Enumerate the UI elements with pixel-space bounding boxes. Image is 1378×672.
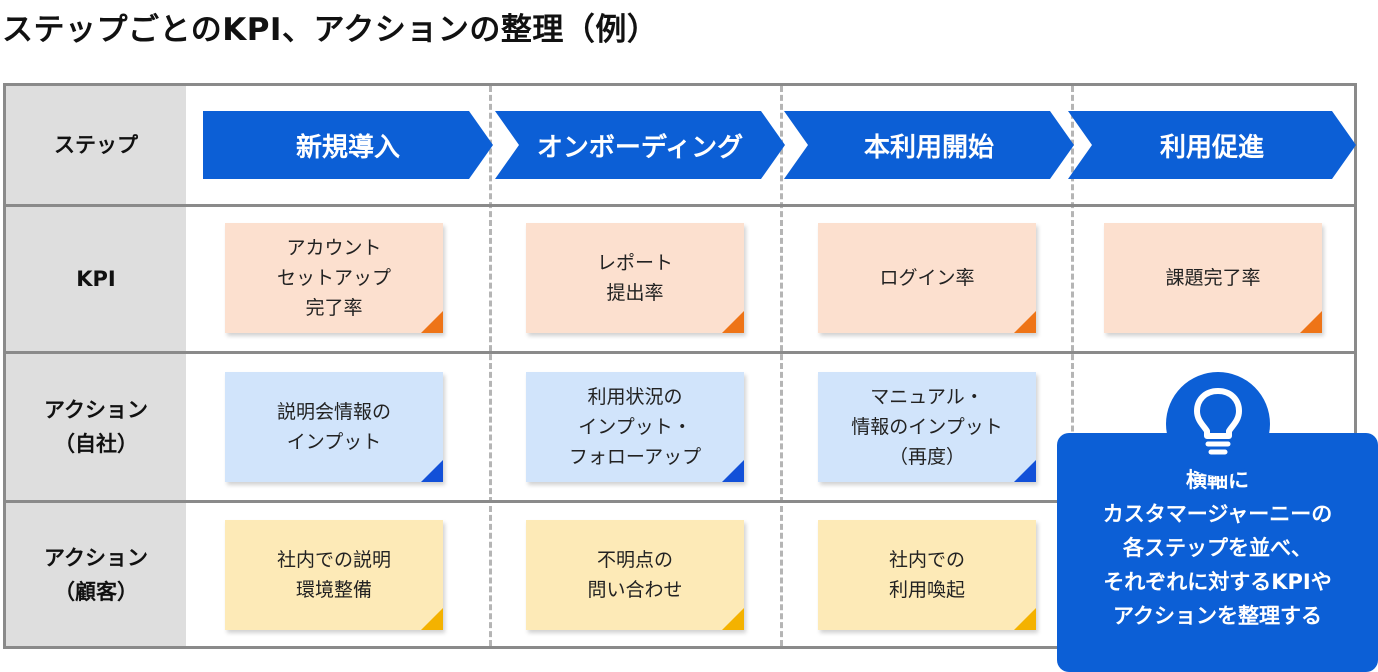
column-divider [489,86,492,646]
note-line: 環境整備 [295,579,372,601]
note-fold-corner [1014,608,1036,630]
own-action-note: 利用状況の インプット・ フォローアップ [526,372,744,482]
note-line: ログイン率 [879,267,975,289]
note-fold-corner [1014,460,1036,482]
own-action-note: マニュアル・ 情報のインプット （再度） [818,372,1036,482]
row-label-line: ステップ [54,133,138,157]
row-label-customer-action: アクション （顧客） [6,503,186,646]
row-label-line: （顧客） [54,579,138,604]
note-line: マニュアル・ [870,386,984,408]
row-label-column [6,86,186,646]
note-line: 完了率 [305,297,363,319]
note-fold-corner [1300,311,1322,333]
note-line: 問い合わせ [587,579,683,601]
customer-action-note: 社内での説明 環境整備 [225,520,443,630]
row-label-step: ステップ [6,86,186,204]
row-label-kpi: KPI [6,207,186,351]
note-line: 課題完了率 [1165,267,1261,289]
note-fold-corner [722,460,744,482]
note-line: 社内での説明 [276,549,391,571]
lightbulb-icon [1194,388,1242,455]
row-divider [6,351,1354,354]
row-label-own-action: アクション （自社） [6,354,186,500]
note-line: フォローアップ [568,446,702,468]
note-line: 情報のインプット [851,416,1003,438]
note-line: インプット・ [578,416,692,438]
note-line: 説明会情報の [276,401,391,423]
note-fold-corner [421,311,443,333]
note-line: 提出率 [606,282,664,304]
note-fold-corner [421,460,443,482]
row-label-line: KPI [76,267,116,291]
callout-line: アクションを整理する [1113,604,1322,628]
page-title: ステップごとのKPI、アクションの整理（例） [2,12,659,48]
note-fold-corner [722,608,744,630]
column-divider [780,86,783,646]
callout-line: カスタマージャーニーの [1102,502,1333,526]
customer-action-note: 不明点の 問い合わせ [526,520,744,630]
step-arrow-full-use: 本利用開始 [784,111,1074,179]
note-line: （再度） [888,446,965,468]
step-arrow-promotion: 利用促進 [1068,111,1356,179]
lightbulb-badge [1166,372,1270,476]
kpi-note: 課題完了率 [1104,223,1322,333]
callout-line: それぞれに対するKPIや [1103,570,1332,594]
row-divider [6,500,1354,503]
kpi-note: ログイン率 [818,223,1036,333]
note-fold-corner [421,608,443,630]
callout-line: 各ステップを並べ、 [1123,536,1312,560]
row-divider [6,204,1354,207]
note-line: 社内での [888,549,965,571]
note-line: セットアップ [276,267,391,289]
step-arrow-new-introduction: 新規導入 [203,111,493,179]
kpi-note: レポート 提出率 [526,223,744,333]
row-label-line: アクション [44,398,148,422]
row-label-line: （自社） [54,432,138,456]
customer-action-note: 社内での 利用喚起 [818,520,1036,630]
step-arrow-onboarding: オンボーディング [495,111,785,179]
explanation-callout: 横軸に カスタマージャーニーの 各ステップを並べ、 それぞれに対するKPIや ア… [1057,433,1378,672]
note-line: 不明点の [596,549,673,571]
row-label-line: アクション [44,545,148,570]
kpi-note: アカウント セットアップ 完了率 [225,223,443,333]
note-line: アカウント [286,237,382,259]
note-line: レポート [596,252,673,274]
note-fold-corner [722,311,744,333]
note-line: 利用状況の [587,386,683,408]
note-line: 利用喚起 [888,579,965,601]
column-divider [1071,86,1074,646]
note-fold-corner [1014,311,1036,333]
own-action-note: 説明会情報の インプット [225,372,443,482]
note-line: インプット [286,431,382,453]
